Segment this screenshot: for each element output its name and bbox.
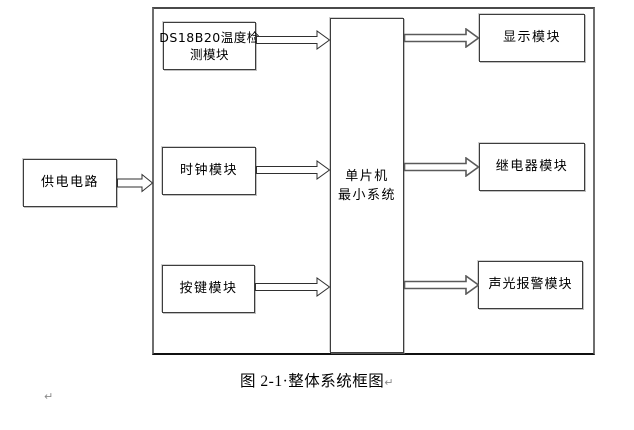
node-mcu-minimal-system: 单片机 最小系统 [330, 18, 404, 353]
arrow-keys-to-mcu-icon [255, 277, 330, 297]
node-display-module-label: 显示模块 [502, 30, 561, 45]
paragraph-mark-icon: ↵ [384, 376, 394, 389]
node-alarm-module-label: 声光报警模块 [488, 277, 573, 292]
arrow-mcu-to-display-icon [404, 28, 479, 48]
figure-caption-text: 图 2-1·整体系统框图 [240, 373, 385, 390]
node-ds18b20-sensor: DS18B20温度检 测模块 [159, 22, 259, 70]
node-mcu-label-line1: 单片机 [345, 168, 389, 184]
node-ds18b20-sensor-label-line1: DS18B20温度检 [159, 30, 260, 45]
node-alarm-module: 声光报警模块 [478, 261, 583, 309]
node-ds18b20-sensor-label-line2: 测模块 [189, 47, 229, 62]
arrow-sensor-to-mcu-icon [256, 30, 330, 50]
arrow-mcu-to-relay-icon [404, 157, 479, 177]
node-display-module: 显示模块 [479, 14, 585, 62]
arrow-mcu-to-alarm-icon [404, 275, 479, 295]
figure-caption: 图 2-1·整体系统框图↵ [0, 369, 634, 391]
node-relay-module: 继电器模块 [479, 143, 585, 191]
stray-paragraph-mark-icon: ↵ [44, 390, 54, 403]
arrow-clock-to-mcu-icon [256, 160, 330, 180]
node-clock-module-label: 时钟模块 [179, 163, 238, 178]
node-power-supply: 供电电路 [23, 159, 117, 207]
node-mcu-label-line2: 最小系统 [337, 187, 396, 203]
arrow-power-to-frame-icon [117, 173, 153, 193]
node-clock-module: 时钟模块 [162, 147, 256, 195]
node-key-module: 按键模块 [162, 265, 255, 313]
node-key-module-label: 按键模块 [179, 281, 238, 296]
node-relay-module-label: 继电器模块 [495, 159, 569, 174]
node-power-supply-label: 供电电路 [40, 175, 99, 190]
